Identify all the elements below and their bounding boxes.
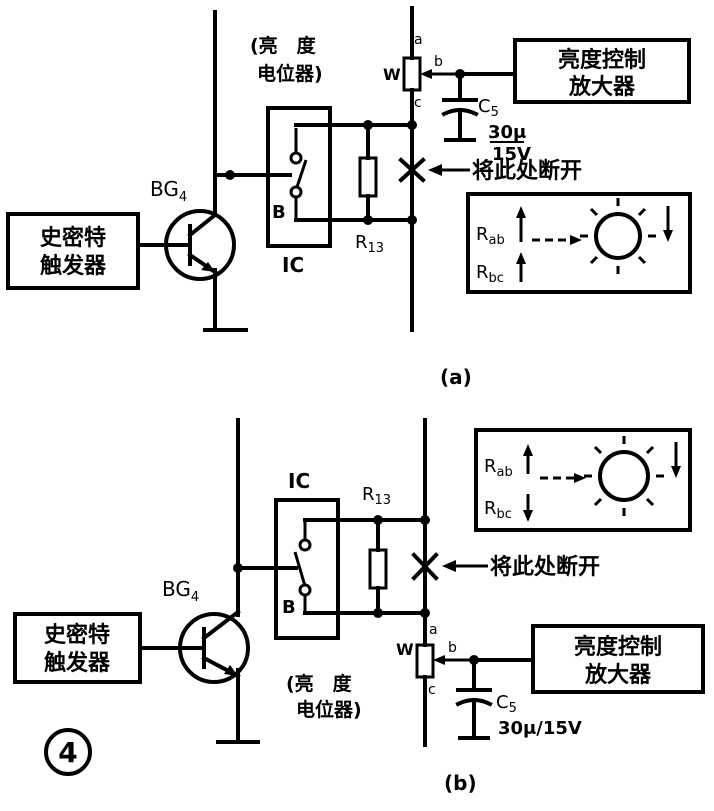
pot-name-line1-b: (亮 度: [286, 672, 353, 695]
pot-terminal-c-a: c: [414, 95, 422, 111]
switch-contact-bottom-a: [289, 185, 303, 199]
potentiometer-w-b: [415, 643, 435, 679]
pot-symbol-w-a: W: [383, 65, 401, 84]
transistor-label-a: BG4: [150, 177, 187, 205]
rbc-label-a: Rbc: [476, 262, 504, 286]
schmitt-trigger-box-b: [13, 612, 142, 684]
right-arrow-icon: [574, 473, 586, 483]
switch-blade-b: [293, 551, 307, 587]
resistor-r13-b: [368, 548, 388, 590]
resistance-indicator-box-b: [474, 428, 692, 532]
capacitor-value2-a: 15V: [492, 144, 531, 165]
pot-terminal-b-a: b: [434, 54, 443, 70]
ic-label-b: IC: [288, 469, 310, 493]
brightness-amp-box-a: [513, 38, 691, 104]
pot-name-line2-b: 电位器): [296, 698, 362, 721]
junction-dot: [225, 170, 235, 180]
switch-terminal-b-a: B: [272, 202, 286, 223]
ic-box-b: [274, 498, 340, 640]
resistor-label-b: R13: [362, 484, 391, 508]
amp-line2-b: 放大器: [584, 662, 652, 688]
panel-b: BG4 史密特 触发器 IC B R13 a c W (亮 度 电位器): [13, 418, 705, 795]
schmitt-trigger-line1-a: 史密特: [40, 225, 106, 251]
break-note-a: 将此处断开: [472, 158, 582, 184]
switch-contact-top-a: [289, 151, 303, 165]
resistor-r13-a: [358, 156, 378, 198]
amp-line1-b: 亮度控制: [574, 634, 662, 660]
schmitt-trigger-box-a: [6, 212, 140, 290]
pot-terminal-c-b: c: [428, 682, 436, 698]
schmitt-trigger-line1-b: 史密特: [44, 622, 110, 648]
schmitt-trigger-line2-a: 触发器: [40, 253, 107, 279]
up-arrow-icon: [516, 252, 526, 264]
pot-terminal-a-b: a: [429, 622, 438, 638]
panel-a: BG4 史密特 触发器 IC B R13 a c: [6, 6, 692, 389]
pot-terminal-b-b: b: [448, 640, 457, 656]
resistance-indicator-box-a: [466, 192, 692, 294]
lamp-icon: [580, 198, 656, 274]
brightness-amp-box-b: [531, 624, 705, 694]
rbc-label-b: Rbc: [484, 498, 512, 522]
break-note-b: 将此处断开: [490, 554, 600, 580]
panel-caption-b: (b): [444, 771, 477, 795]
down-arrow-icon: [671, 466, 681, 478]
pot-symbol-w-b: W: [396, 640, 414, 659]
capacitor-value-b: 30μ/15V: [498, 718, 582, 739]
switch-blade-a: [294, 159, 308, 191]
transistor-label-b: BG4: [162, 577, 199, 605]
amp-line1-a: 亮度控制: [558, 47, 646, 73]
break-mark-a: [398, 157, 426, 183]
ic-box-a: [266, 106, 332, 248]
figure-number-ring: [44, 728, 92, 776]
panel-caption-a: (a): [440, 365, 472, 389]
capacitor-label-a: C5: [478, 96, 499, 120]
capacitor-label-b: C5: [496, 692, 517, 716]
down-arrow-icon: [663, 230, 673, 242]
capacitor-value1-a: 30μ: [488, 122, 526, 143]
up-arrow-icon: [516, 206, 526, 218]
up-arrow-icon: [523, 444, 533, 456]
lamp-icon: [584, 436, 664, 516]
pot-terminal-a-a: a: [414, 32, 423, 48]
down-arrow-icon: [523, 510, 533, 522]
schmitt-trigger-line2-b: 触发器: [44, 650, 111, 676]
rab-label-b: Rab: [484, 456, 513, 480]
transistor-bg4-b: [138, 609, 250, 684]
resistor-label-a: R13: [355, 232, 384, 256]
rab-label-a: Rab: [476, 224, 505, 248]
pot-name-line1-a: (亮 度: [250, 34, 317, 57]
ic-label-a: IC: [282, 253, 304, 277]
figure-number: 4: [58, 736, 77, 769]
switch-terminal-b-b: B: [282, 597, 296, 618]
right-arrow-icon: [570, 235, 582, 245]
transistor-bg4-a: [136, 209, 236, 281]
pot-name-line2-a: 电位器): [257, 62, 323, 85]
amp-line2-a: 放大器: [568, 74, 636, 100]
potentiometer-w-a: [402, 56, 422, 92]
break-mark-b: [411, 552, 439, 581]
